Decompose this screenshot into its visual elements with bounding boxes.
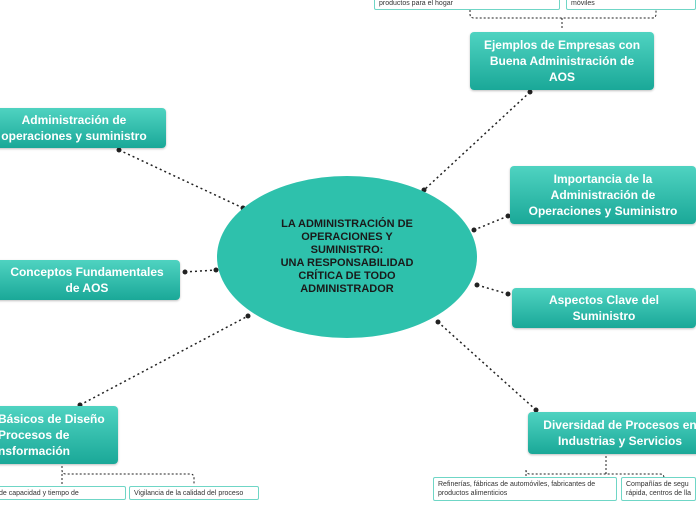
note-vigilancia: Vigilancia de la calidad del proceso xyxy=(129,486,259,500)
node-importancia[interactable]: Importancia de la Administración de Oper… xyxy=(510,166,696,224)
link-admin-ops xyxy=(118,149,244,209)
link-aspectos xyxy=(476,284,509,295)
link-diversidad xyxy=(437,321,537,411)
node-administracion-operaciones[interactable]: Administración de operaciones y suminist… xyxy=(0,108,166,148)
node-conceptos-fundamentales[interactable]: Conceptos Fundamentales de AOS xyxy=(0,260,180,300)
link-conceptos xyxy=(184,269,217,273)
bracket-bottom-left xyxy=(61,466,195,484)
note-productos-hogar: productos para el hogar xyxy=(374,0,560,10)
link-importancia xyxy=(473,215,509,231)
node-basicos-diseno[interactable]: Básicos de Diseño Procesos de nsformació… xyxy=(0,406,118,464)
node-diversidad-procesos[interactable]: Diversidad de Procesos en Industrias y S… xyxy=(528,412,696,454)
central-topic[interactable]: LA ADMINISTRACIÓN DE OPERACIONES Y SUMIN… xyxy=(217,176,477,338)
node-ejemplos-empresas[interactable]: Ejemplos de Empresas con Buena Administr… xyxy=(470,32,654,90)
note-refinerias: Refinerías, fábricas de automóviles, fab… xyxy=(433,477,617,501)
note-companias: Compañías de segu rápida, centros de lla xyxy=(621,477,696,501)
note-moviles: móviles xyxy=(566,0,696,10)
note-capacidad: de capacidad y tiempo de xyxy=(0,486,126,500)
node-aspectos-clave[interactable]: Aspectos Clave del Suministro xyxy=(512,288,696,328)
link-ejemplos xyxy=(423,91,531,191)
bracket-bottom-right xyxy=(525,456,665,479)
bracket-top xyxy=(469,10,657,30)
link-basicos xyxy=(79,315,249,406)
